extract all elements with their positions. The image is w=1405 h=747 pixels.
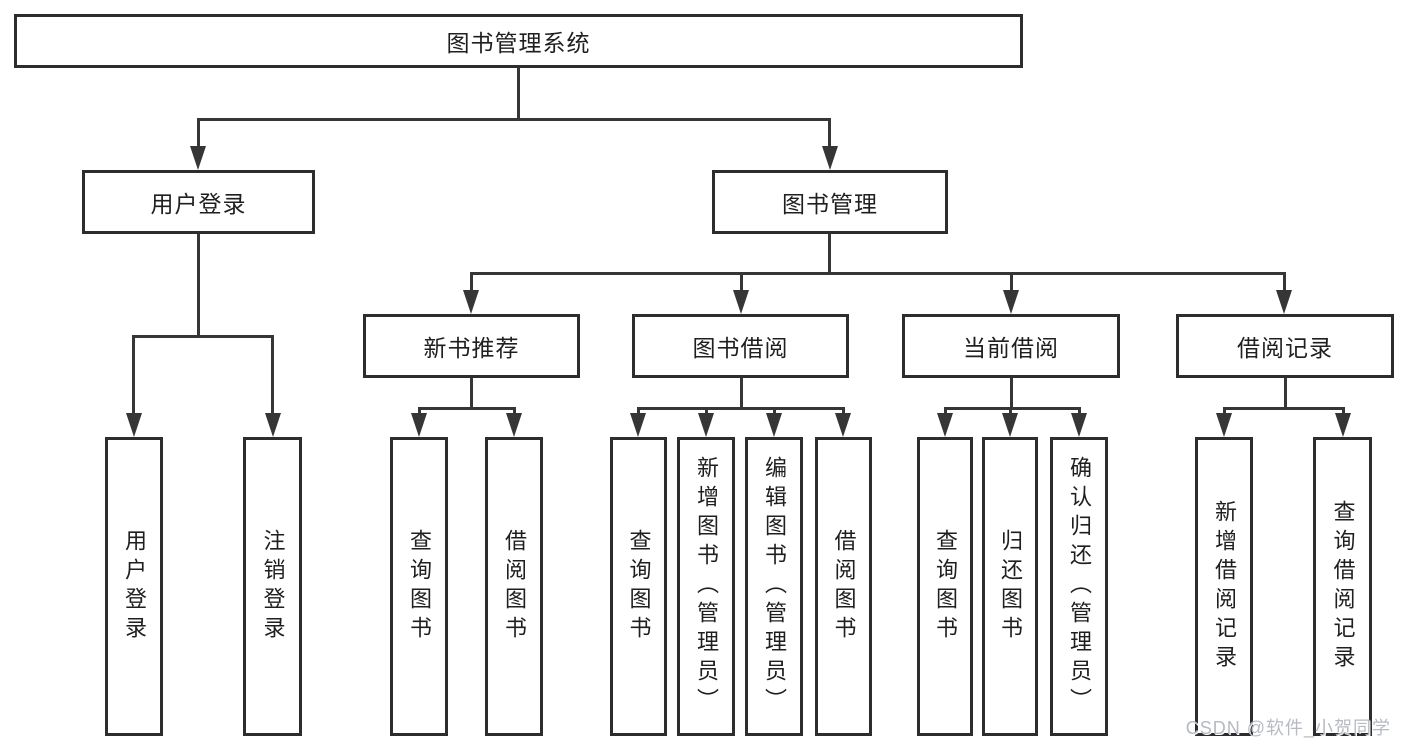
arrowhead-down-icon bbox=[265, 413, 281, 437]
node-label-query-borrow-record: 查询借阅记录 bbox=[1330, 499, 1356, 674]
arrowhead-down-icon bbox=[630, 413, 646, 437]
node-logout-leaf: 注销登录 bbox=[243, 437, 302, 736]
node-label-logout-leaf: 注销登录 bbox=[260, 528, 286, 645]
node-borrow-books-2: 借阅图书 bbox=[815, 437, 872, 736]
node-book-management: 图书管理 bbox=[712, 170, 948, 234]
connector-line bbox=[132, 335, 274, 338]
connector-line bbox=[517, 68, 520, 121]
node-confirm-return-admin: 确认归还（管理员） bbox=[1050, 437, 1108, 736]
node-label-return-books: 归还图书 bbox=[998, 528, 1023, 645]
node-label-query-books-2: 查询图书 bbox=[626, 528, 652, 645]
connector-line bbox=[1010, 378, 1013, 410]
arrowhead-down-icon bbox=[937, 413, 953, 437]
connector-line bbox=[828, 234, 831, 275]
connector-line bbox=[944, 407, 1081, 410]
node-user-login-branch: 用户登录 bbox=[82, 170, 315, 234]
arrowhead-down-icon bbox=[733, 290, 749, 314]
connector-line bbox=[132, 335, 135, 417]
arrowhead-down-icon bbox=[766, 413, 782, 437]
node-library-management-system: 图书管理系统 bbox=[14, 14, 1023, 68]
node-label-borrowing-records: 借阅记录 bbox=[1237, 335, 1333, 361]
connector-line bbox=[828, 118, 831, 150]
arrowhead-down-icon bbox=[463, 290, 479, 314]
node-label-borrow-books-1: 借阅图书 bbox=[502, 528, 527, 645]
node-label-edit-books-admin: 编辑图书（管理员） bbox=[762, 456, 787, 717]
node-label-new-book-recommendation: 新书推荐 bbox=[423, 335, 520, 361]
node-label-user-login-leaf: 用户登录 bbox=[122, 528, 147, 645]
arrowhead-down-icon bbox=[1216, 413, 1232, 437]
node-label-add-borrow-record: 新增借阅记录 bbox=[1212, 499, 1237, 674]
node-query-books-2: 查询图书 bbox=[610, 437, 667, 736]
node-label-confirm-return-admin: 确认归还（管理员） bbox=[1067, 456, 1092, 717]
node-query-books-1: 查询图书 bbox=[390, 437, 448, 736]
arrowhead-down-icon bbox=[698, 413, 714, 437]
connector-line bbox=[637, 407, 844, 410]
node-add-borrow-record: 新增借阅记录 bbox=[1195, 437, 1253, 736]
connector-line bbox=[470, 378, 473, 410]
node-user-login-leaf: 用户登录 bbox=[105, 437, 163, 736]
node-new-book-recommendation: 新书推荐 bbox=[363, 314, 580, 378]
connector-line bbox=[271, 335, 274, 417]
node-borrowing-records: 借阅记录 bbox=[1176, 314, 1394, 378]
arrowhead-down-icon bbox=[506, 413, 522, 437]
arrowhead-down-icon bbox=[822, 146, 838, 170]
connector-line bbox=[197, 118, 200, 150]
node-label-query-books-1: 查询图书 bbox=[407, 528, 432, 645]
node-query-books-3: 查询图书 bbox=[917, 437, 973, 736]
node-label-library-management-system: 图书管理系统 bbox=[446, 30, 591, 56]
node-edit-books-admin: 编辑图书（管理员） bbox=[745, 437, 803, 736]
node-label-user-login-branch: 用户登录 bbox=[150, 191, 247, 217]
node-label-book-borrowing: 图书借阅 bbox=[692, 335, 789, 361]
connector-line bbox=[470, 272, 473, 294]
connector-line bbox=[1223, 407, 1344, 410]
node-current-borrowing: 当前借阅 bbox=[902, 314, 1120, 378]
node-return-books: 归还图书 bbox=[982, 437, 1038, 736]
arrowhead-down-icon bbox=[1003, 290, 1019, 314]
arrowhead-down-icon bbox=[1335, 413, 1351, 437]
arrowhead-down-icon bbox=[835, 413, 851, 437]
connector-line bbox=[740, 378, 743, 410]
node-label-borrow-books-2: 借阅图书 bbox=[831, 528, 857, 645]
connector-line bbox=[197, 118, 831, 121]
node-label-add-books-admin: 新增图书（管理员） bbox=[694, 456, 719, 717]
node-label-query-books-3: 查询图书 bbox=[933, 528, 958, 645]
arrowhead-down-icon bbox=[1071, 413, 1087, 437]
connector-line bbox=[1283, 272, 1286, 294]
node-label-current-borrowing: 当前借阅 bbox=[963, 335, 1059, 361]
connector-line bbox=[1010, 272, 1013, 294]
arrowhead-down-icon bbox=[1002, 413, 1018, 437]
connector-line bbox=[470, 272, 1286, 275]
node-add-books-admin: 新增图书（管理员） bbox=[677, 437, 735, 736]
node-borrow-books-1: 借阅图书 bbox=[485, 437, 543, 736]
node-label-book-management: 图书管理 bbox=[782, 191, 878, 217]
connector-line bbox=[1284, 378, 1287, 410]
node-book-borrowing: 图书借阅 bbox=[632, 314, 849, 378]
arrowhead-down-icon bbox=[190, 146, 206, 170]
csdn-watermark: CSDN @软件_小贺同学 bbox=[1185, 718, 1391, 738]
connector-line bbox=[740, 272, 743, 294]
connector-line bbox=[418, 407, 516, 410]
connector-line bbox=[197, 234, 200, 338]
arrowhead-down-icon bbox=[126, 413, 142, 437]
node-query-borrow-record: 查询借阅记录 bbox=[1313, 437, 1372, 736]
arrowhead-down-icon bbox=[411, 413, 427, 437]
arrowhead-down-icon bbox=[1276, 290, 1292, 314]
